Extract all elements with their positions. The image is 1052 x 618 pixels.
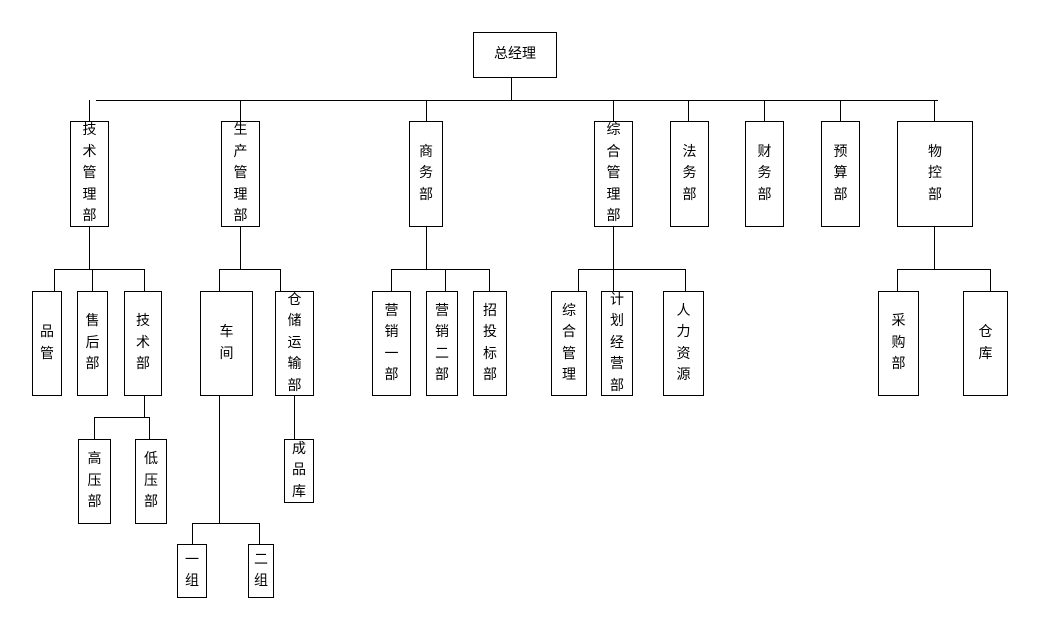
node-planning: 计 划 经 营 部 — [601, 291, 633, 396]
node-legal: 法 务 部 — [670, 121, 709, 227]
node-bidding: 招 投 标 部 — [473, 291, 507, 396]
node-sales-2: 营 销 二 部 — [426, 291, 458, 396]
node-general-mgmt: 综 合 管 理 部 — [594, 121, 633, 227]
node-production-mgmt: 生 产 管 理 部 — [221, 121, 260, 227]
node-workshop: 车 间 — [200, 291, 253, 396]
node-ceo: 总经理 — [473, 32, 557, 78]
node-hr: 人 力 资 源 — [663, 291, 704, 396]
node-general-admin: 综 合 管 理 — [551, 291, 587, 396]
node-tech-dept: 技 术 部 — [124, 291, 162, 396]
node-finished-goods: 成 品 库 — [284, 439, 314, 503]
node-budget: 预 算 部 — [821, 121, 860, 227]
node-low-voltage: 低 压 部 — [135, 439, 167, 524]
node-materials: 物 控 部 — [897, 121, 973, 227]
node-warehouse-logistics: 仓 储 运 输 部 — [275, 291, 314, 396]
node-finance: 财 务 部 — [745, 121, 784, 227]
node-after-sales: 售 后 部 — [77, 291, 108, 396]
node-business: 商 务 部 — [409, 121, 443, 227]
node-warehouse: 仓 库 — [963, 291, 1008, 396]
node-group-1: 一 组 — [177, 544, 207, 598]
node-tech-mgmt: 技 术 管 理 部 — [70, 121, 109, 227]
node-procurement: 采 购 部 — [878, 291, 919, 396]
node-qc: 品 管 — [32, 291, 62, 396]
node-high-voltage: 高 压 部 — [78, 439, 111, 524]
node-group-2: 二 组 — [248, 544, 274, 598]
node-sales-1: 营 销 一 部 — [372, 291, 411, 396]
